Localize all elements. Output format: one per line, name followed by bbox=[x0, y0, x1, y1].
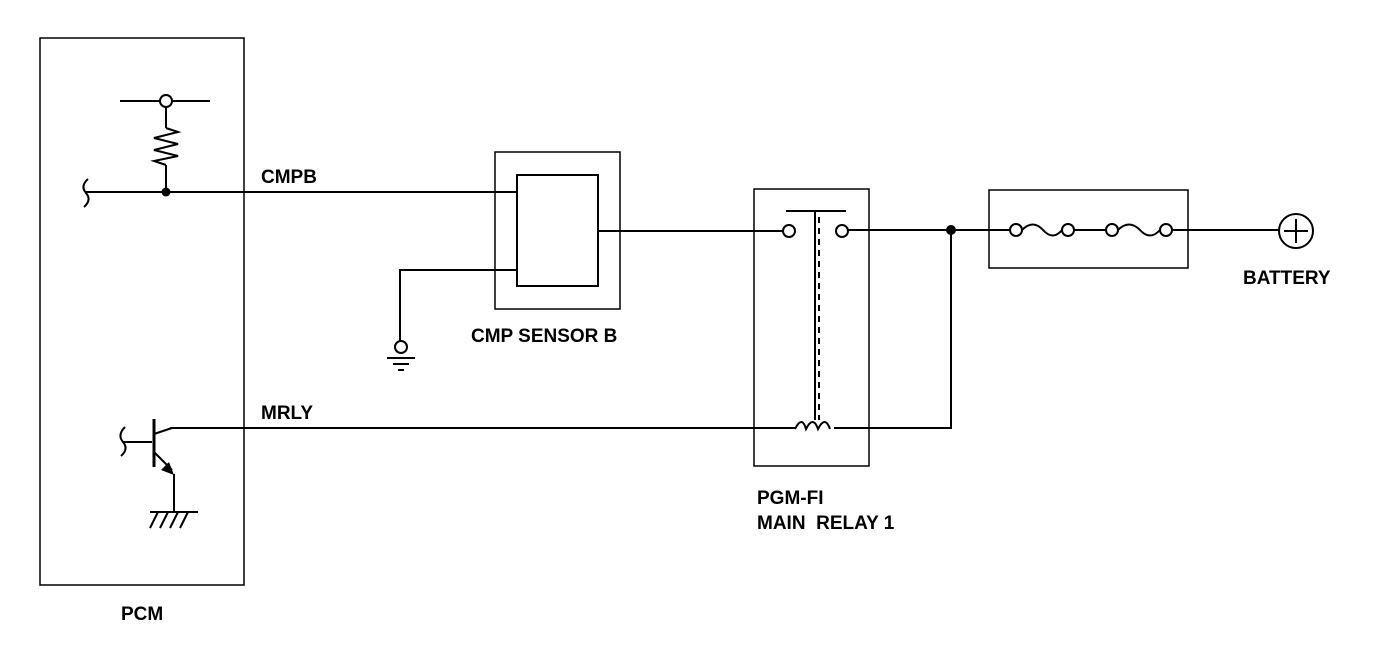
cmpb-label: CMPB bbox=[261, 167, 317, 188]
ground-icon bbox=[387, 270, 517, 370]
pcm-box bbox=[40, 38, 244, 585]
main-relay-1 bbox=[754, 189, 869, 466]
relay-label-line1: PGM-FI bbox=[757, 488, 824, 509]
relay-switch-icon bbox=[783, 211, 848, 420]
transistor-icon bbox=[120, 419, 198, 528]
battery-feed-wire bbox=[834, 225, 1010, 428]
battery-plus-icon bbox=[1279, 214, 1313, 248]
pcm-label: PCM bbox=[121, 604, 164, 625]
mrly-label: MRLY bbox=[261, 403, 314, 424]
battery-label: BATTERY bbox=[1243, 268, 1331, 289]
cmpb-wire bbox=[83, 179, 517, 207]
cmp-sensor-label: CMP SENSOR B bbox=[471, 326, 618, 347]
relay-label-line2: MAIN RELAY 1 bbox=[757, 513, 895, 534]
fuse-icon bbox=[989, 190, 1280, 268]
resistor-icon bbox=[120, 95, 210, 192]
relay-coil-icon bbox=[795, 422, 830, 429]
